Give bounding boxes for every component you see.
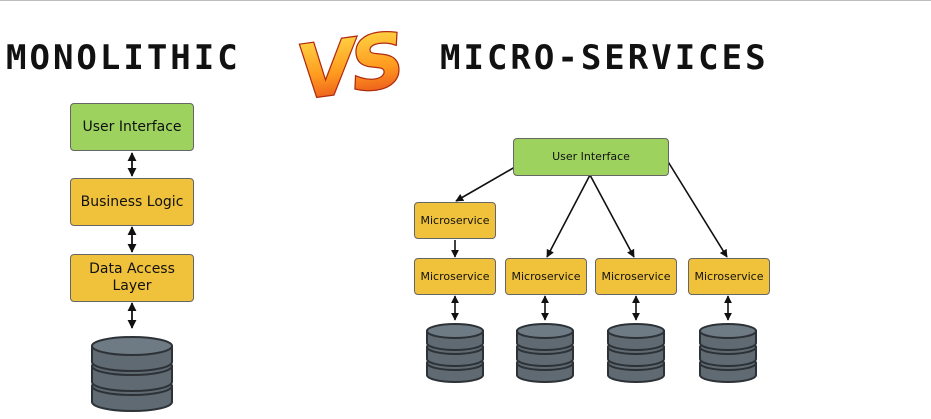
- vs-text: VS: [298, 17, 400, 110]
- microservice-label: Microservice: [511, 269, 581, 283]
- ui-to-service-3-arrow: [589, 174, 635, 258]
- ui-to-service-2-arrow: [546, 174, 591, 258]
- mono-user-interface-box: User Interface: [70, 103, 194, 151]
- microservice-box: Microservice: [414, 258, 496, 295]
- micro-user-interface-box: User Interface: [513, 138, 669, 176]
- ui-to-service-4-arrow: [666, 159, 728, 258]
- mono-user-interface-label: User Interface: [82, 118, 182, 135]
- mono-business-logic-box: Business Logic: [70, 178, 194, 226]
- mono-database-icon: [90, 330, 174, 418]
- microservice-box: Microservice: [505, 258, 587, 295]
- mono-data-access-layer-label: Data Access Layer: [89, 261, 175, 294]
- vs-badge: VS: [291, 14, 408, 118]
- monolithic-title: MONOLITHIC: [6, 38, 241, 78]
- microservice-label: Microservice: [420, 269, 490, 283]
- microservice-database-icon: [606, 321, 666, 389]
- microservice-box: Microservice: [595, 258, 677, 295]
- microservice-box: Microservice: [688, 258, 770, 295]
- mono-business-logic-label: Business Logic: [80, 193, 184, 210]
- top-divider: [0, 0, 931, 1]
- microservice-database-icon: [515, 321, 575, 389]
- microservices-title: MICRO-SERVICES: [440, 38, 769, 78]
- microservice-label: Microservice: [694, 269, 764, 283]
- mono-data-access-layer-box: Data Access Layer: [70, 254, 194, 302]
- microservice-database-icon: [698, 321, 758, 389]
- microservice-database-icon: [425, 321, 485, 389]
- microservice-box: Microservice: [414, 202, 496, 239]
- ui-to-top-service-arrow: [455, 166, 516, 202]
- microservice-label: Microservice: [420, 213, 490, 227]
- microservice-label: Microservice: [601, 269, 671, 283]
- micro-user-interface-label: User Interface: [552, 150, 630, 164]
